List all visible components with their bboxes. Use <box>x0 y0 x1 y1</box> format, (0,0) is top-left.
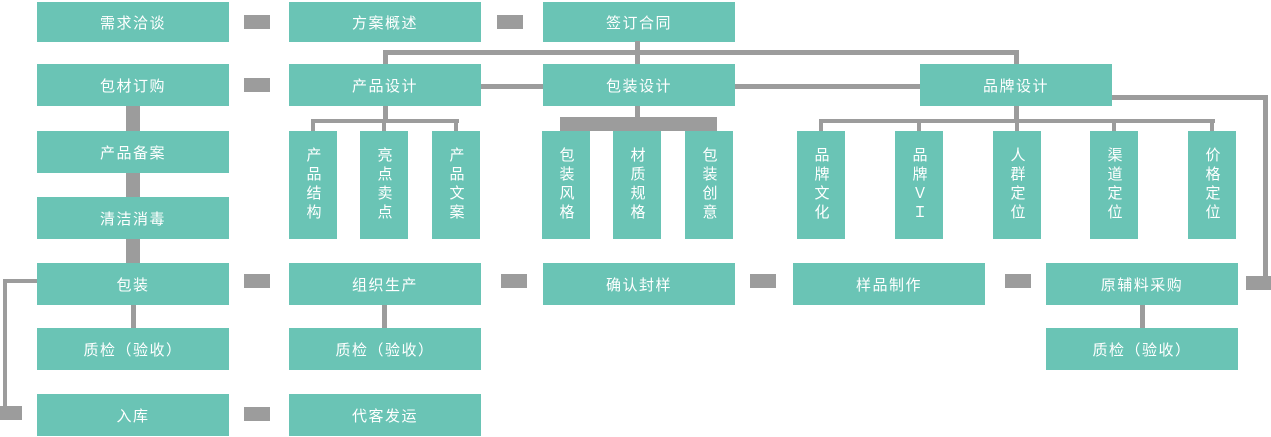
connector-stub-sample-to-raw-material <box>1005 274 1031 288</box>
node-brand-vi[interactable]: 品牌ＶＩ <box>895 131 943 239</box>
node-highlights-selling-points[interactable]: 亮点卖点 <box>360 131 408 239</box>
node-packaging-creativity[interactable]: 包装创意 <box>685 131 733 239</box>
node-product-filing[interactable]: 产品备案 <box>37 131 229 173</box>
connector-stub-confirm-to-sample-making <box>750 274 776 288</box>
node-demand-negotiation[interactable]: 需求洽谈 <box>37 2 229 42</box>
node-organize-production[interactable]: 组织生产 <box>289 263 481 305</box>
node-sample-making[interactable]: 样品制作 <box>793 263 985 305</box>
connector-stub-material-to-productdesign <box>244 78 270 92</box>
node-audience-positioning[interactable]: 人群定位 <box>993 131 1041 239</box>
connector-brand-right-vertical <box>1263 95 1268 285</box>
node-packaging-design[interactable]: 包装设计 <box>543 64 735 106</box>
connector-drop-audience <box>1015 123 1019 131</box>
connector-vstub-filing-to-cleaning <box>126 173 140 197</box>
node-product-structure[interactable]: 产品结构 <box>289 131 337 239</box>
node-packaging-style[interactable]: 包装风格 <box>542 131 590 239</box>
node-raw-material-purchase[interactable]: 原辅料采购 <box>1046 263 1238 305</box>
node-brand-culture[interactable]: 品牌文化 <box>797 131 845 239</box>
connector-stub-packing-to-production <box>244 274 270 288</box>
node-qc-acceptance-mid[interactable]: 质检（验收） <box>289 328 481 370</box>
connector-drop-channel <box>1112 123 1116 131</box>
node-cleaning-disinfection[interactable]: 清洁消毒 <box>37 197 229 239</box>
connector-stub-production-to-sample-confirm <box>501 274 527 288</box>
connector-stub-warehousing-to-shipping <box>244 407 270 421</box>
connector-drop-product-copy <box>454 123 458 131</box>
connector-drop-brand-vi <box>917 123 921 131</box>
connector-drop-product-design <box>383 53 388 64</box>
connector-packing-left-vertical <box>3 279 7 412</box>
connector-stub-plan-to-contract <box>497 15 523 29</box>
node-product-design[interactable]: 产品设计 <box>289 64 481 106</box>
connector-drop-packaging-design <box>635 53 640 64</box>
connector-packing-to-qc <box>131 305 136 328</box>
node-qc-acceptance-left[interactable]: 质检（验收） <box>37 328 229 370</box>
node-sign-contract[interactable]: 签订合同 <box>543 2 735 42</box>
node-price-positioning[interactable]: 价格定位 <box>1188 131 1236 239</box>
node-product-copy[interactable]: 产品文案 <box>432 131 480 239</box>
connector-drop-brand-design <box>1014 53 1019 64</box>
connector-vstub-cleaning-to-packing <box>126 239 140 263</box>
node-channel-positioning[interactable]: 渠道定位 <box>1090 131 1138 239</box>
connector-drop-price <box>1210 123 1214 131</box>
connector-contract-horizontal <box>383 50 1019 55</box>
connector-brand-right-horizontal <box>1112 95 1267 100</box>
connector-packaging-to-brand-design <box>735 84 920 89</box>
node-plan-overview[interactable]: 方案概述 <box>289 2 481 42</box>
connector-drop-product-structure <box>311 123 315 131</box>
connector-packaging-design-drop <box>635 106 640 118</box>
connector-drop-highlights <box>382 123 386 131</box>
connector-product-children-bar <box>311 119 459 123</box>
node-packaging-material-order[interactable]: 包材订购 <box>37 64 229 106</box>
connector-product-to-packaging-design <box>481 84 543 89</box>
node-material-specs[interactable]: 材质规格 <box>613 131 661 239</box>
connector-product-design-drop <box>383 106 388 120</box>
node-warehousing[interactable]: 入库 <box>37 394 229 436</box>
connector-raw-material-to-qc <box>1140 305 1145 328</box>
connector-vstub-material-to-filing <box>126 106 140 131</box>
connector-stub-demand-to-plan <box>244 15 270 29</box>
node-packing[interactable]: 包装 <box>37 263 229 305</box>
connector-packaging-children-thick-bar <box>560 117 717 131</box>
node-confirm-sealed-sample[interactable]: 确认封样 <box>543 263 735 305</box>
connector-packing-left-horizontal <box>4 279 37 283</box>
connector-contract-drop <box>635 41 640 51</box>
connector-drop-brand-culture <box>819 123 823 131</box>
node-qc-acceptance-right[interactable]: 质检（验收） <box>1046 328 1238 370</box>
connector-brand-children-bar <box>819 119 1215 123</box>
node-brand-design[interactable]: 品牌设计 <box>920 64 1112 106</box>
node-customer-shipping[interactable]: 代客发运 <box>289 394 481 436</box>
connector-production-to-qc <box>382 305 387 328</box>
connector-brand-design-drop <box>1014 106 1019 120</box>
